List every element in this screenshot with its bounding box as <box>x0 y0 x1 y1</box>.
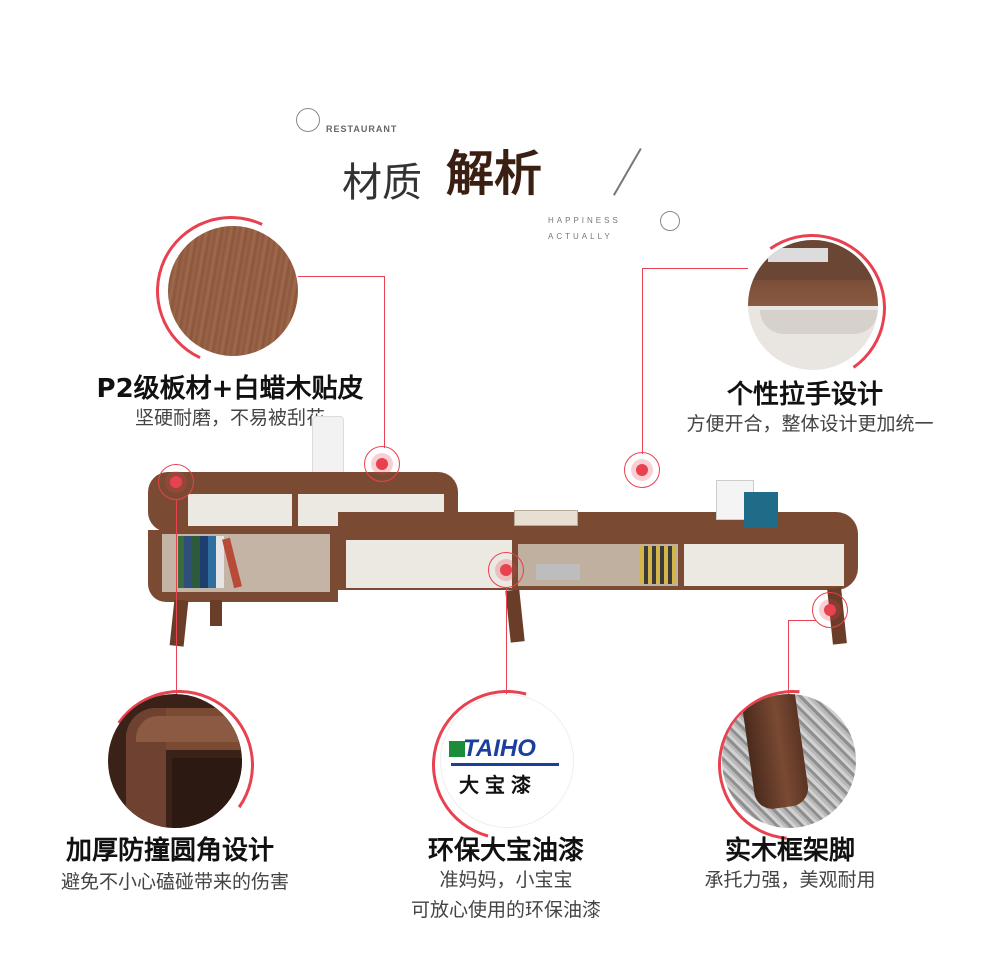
feature-corner-subtitle: 避免不小心磕碰带来的伤害 <box>60 871 289 893</box>
line-paint-v <box>506 588 507 696</box>
feature-corner-title: 加厚防撞圆角设计 <box>65 836 274 866</box>
cabinet-leg <box>505 589 525 643</box>
book-stack <box>514 510 578 526</box>
wood-texture-image <box>168 226 298 356</box>
feature-paint-subtitle-1: 准妈妈，小宝宝 <box>439 869 573 891</box>
cabinet-leg <box>169 599 189 647</box>
tag-actually: ACTUALLY <box>548 232 613 241</box>
photo-frame-blue <box>744 492 778 528</box>
taiho-logo-cn: 大宝漆 <box>459 773 537 797</box>
lower-drawer-left <box>346 540 512 588</box>
title-bold: 解析 <box>446 146 543 202</box>
line-handle-v <box>642 268 643 454</box>
title-light: 材质 <box>342 160 422 206</box>
taiho-logo-badge: TAIHO 大宝漆 <box>440 694 574 828</box>
taiho-logo-text: TAIHO <box>463 735 536 762</box>
target-marker-handle <box>624 452 660 488</box>
restaurant-label: RESTAURANT <box>326 124 398 134</box>
title-slash <box>613 148 642 196</box>
taiho-logo-underline <box>451 763 559 766</box>
target-marker-paint <box>488 552 524 588</box>
line-handle-h <box>642 268 748 269</box>
taiho-logo-mark <box>449 741 465 757</box>
line-legs-h <box>788 620 816 621</box>
feature-handle-subtitle: 方便开合，整体设计更加统一 <box>686 413 934 435</box>
line-wood-h <box>298 276 384 277</box>
target-marker-board <box>364 446 400 482</box>
header-circle-left <box>296 108 320 132</box>
feature-legs-title: 实木框架脚 <box>724 836 855 866</box>
lower-drawer-right <box>684 544 844 586</box>
line-corner-v <box>176 500 177 696</box>
line-wood-v <box>384 276 385 448</box>
feature-board-subtitle: 坚硬耐磨，不易被刮花 <box>134 407 325 429</box>
tag-happiness: HAPPINESS <box>548 216 621 225</box>
target-marker-corner <box>158 464 194 500</box>
feature-paint-title: 环保大宝油漆 <box>427 836 584 866</box>
corner-detail-image <box>108 694 242 828</box>
feature-board-title: P2级板材+白蜡木贴皮 <box>96 374 364 404</box>
header-circle-right <box>660 211 680 231</box>
feature-handle-title: 个性拉手设计 <box>726 380 883 410</box>
leg-detail-image <box>722 694 856 828</box>
handle-detail-image <box>748 240 878 370</box>
tv-cabinet-illustration <box>140 416 870 660</box>
target-marker-legs <box>812 592 848 628</box>
feature-legs-subtitle: 承托力强，美观耐用 <box>704 869 876 891</box>
cabinet-leg <box>210 600 222 626</box>
upper-drawer-left <box>188 494 292 526</box>
line-legs-v <box>788 620 789 696</box>
feature-paint-subtitle-2: 可放心使用的环保油漆 <box>410 899 601 921</box>
